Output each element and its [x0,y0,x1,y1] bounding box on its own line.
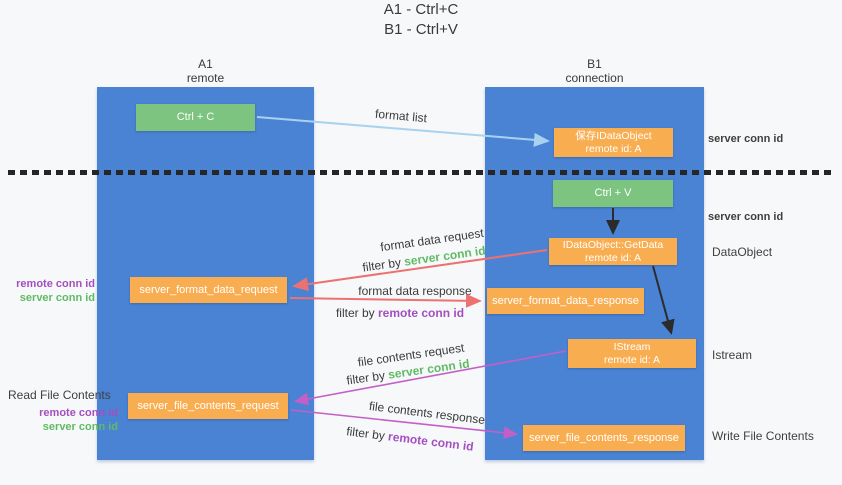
label-file-contents-response: file contents response [368,398,486,428]
label-format-data-response: format data response [358,284,472,298]
node-save-idataobject: 保存IDataObject remote id: A [554,128,673,157]
save-idataobject-line1: 保存IDataObject [575,129,652,142]
lane-b1-role: connection [565,71,624,85]
label-format-list: format list [374,106,428,126]
remote-conn-id-left-bottom: remote conn id [39,407,118,419]
remote-conn-id-text: remote conn id [387,429,475,454]
lane-a1-role: remote [186,71,225,85]
istream-line1: IStream [613,340,651,353]
label-read-file-contents: Read File Contents [8,388,111,402]
node-ctrl-c: Ctrl + C [136,104,255,131]
copy-paste-divider-line [8,170,834,175]
server-conn-id-left-top: server conn id [19,292,95,304]
label-conn-ids-left-top: remote conn id server conn id [16,277,95,305]
lane-header-a1: A1 remote [97,57,314,85]
label-dataobject: DataObject [712,245,773,259]
diagram-title: A1 - Ctrl+C B1 - Ctrl+V [0,0,842,40]
lane-b1-name: B1 [587,57,602,71]
label-server-conn-id-right-mid: server conn id [708,211,784,223]
filter-by-text: filter by [345,368,386,388]
istream-line2: remote id: A [603,353,661,366]
getdata-line1: IDataObject::GetData [562,238,664,251]
getdata-line2: remote id: A [584,251,642,264]
format-request-label: server_format_data_request [139,283,278,296]
server-conn-id-left-bottom: server conn id [42,421,118,433]
node-istream: IStream remote id: A [568,339,696,368]
remote-conn-id-text: remote conn id [378,306,465,320]
title-line-1: A1 - Ctrl+C [383,1,459,18]
label-filter-by-remote-conn-id-1: filter by remote conn id [336,306,464,320]
filter-by-text: filter by [345,424,386,443]
label-write-file-contents: Write File Contents [712,429,814,443]
title-line-2: B1 - Ctrl+V [384,21,458,38]
remote-conn-id-left-top: remote conn id [16,278,95,290]
node-server-file-contents-response: server_file_contents_response [523,425,685,451]
save-idataobject-line2: remote id: A [585,142,642,155]
arrow-format-data-response [289,293,482,308]
file-response-label: server_file_contents_response [529,431,679,444]
filter-by-text: filter by [361,255,402,275]
lane-header-b1: B1 connection [485,57,704,85]
format-response-label: server_format_data_response [492,294,639,307]
node-server-format-data-response: server_format_data_response [487,288,644,314]
lane-a1-name: A1 [198,57,213,71]
ctrl-v-label: Ctrl + V [594,187,632,199]
ctrl-c-label: Ctrl + C [176,111,215,123]
node-ctrl-v: Ctrl + V [553,180,673,207]
node-idataobject-getdata: IDataObject::GetData remote id: A [549,238,677,265]
file-request-label: server_file_contents_request [137,399,279,412]
label-server-conn-id-right-top: server conn id [708,133,784,145]
node-server-format-data-request: server_format_data_request [130,277,287,303]
label-conn-ids-left-bottom: remote conn id server conn id [39,406,118,434]
filter-by-text: filter by [335,306,375,320]
label-filter-by-remote-conn-id-2: filter by remote conn id [346,424,475,454]
node-server-file-contents-request: server_file_contents_request [128,393,288,419]
label-istream: Istream [712,348,753,362]
